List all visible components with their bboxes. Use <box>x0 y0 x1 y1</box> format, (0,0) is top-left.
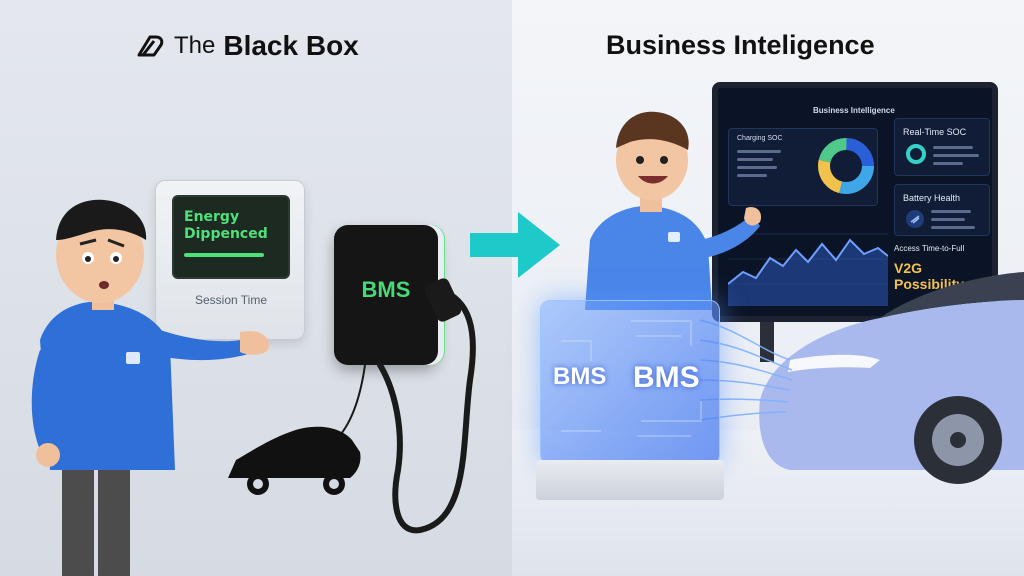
circuit-pattern <box>561 320 702 437</box>
car-icon <box>759 272 1024 484</box>
monitor-left-card-title: Charging SOC <box>737 135 783 142</box>
access-time-label: Access Time-to-Full <box>894 244 965 253</box>
black-box-title-prefix: The <box>174 32 216 59</box>
bms-label-side: BMS <box>553 363 607 390</box>
bms-pedestal <box>536 460 724 500</box>
monitor-text-lines <box>737 145 787 177</box>
real-time-soc-card: Real-Time SOC <box>894 118 990 176</box>
black-box-title-text: Black Box <box>223 30 359 61</box>
real-time-soc-title: Real-Time SOC <box>903 127 967 137</box>
energy-line-2: Dippenced <box>184 226 268 242</box>
happy-person <box>585 111 762 310</box>
business-intelligence-title: Business Inteligence <box>606 30 875 60</box>
analytics-monitor: Business Intelligence Charging SOC Real-… <box>712 82 998 322</box>
session-time-label: Session Time <box>194 293 268 307</box>
wall-charger: BMS <box>334 225 438 365</box>
battery-text-lines <box>931 205 981 229</box>
monitor-header: Business Intelligence <box>813 106 895 115</box>
arrow-right-icon <box>470 212 560 278</box>
energy-screen: Energy Dippenced <box>172 195 290 279</box>
puzzled-person <box>31 199 269 576</box>
bms-glass-cube: BMS BMS <box>540 300 720 465</box>
car-silhouette-icon <box>228 426 361 495</box>
energy-display: Energy Dippenced Session Time <box>155 180 305 340</box>
battery-health-title: Battery Health <box>903 193 961 203</box>
left-illustration <box>31 199 476 576</box>
soc-gauge-icon <box>906 144 926 164</box>
battery-health-card: Battery Health <box>894 184 990 236</box>
battery-health-icon <box>906 210 924 228</box>
soc-text-lines <box>933 141 983 165</box>
energy-line-1: Energy <box>184 209 240 225</box>
charger-bms-label: BMS <box>361 277 411 302</box>
monitor-left-card: Charging SOC <box>728 128 878 206</box>
logo-icon <box>137 35 164 57</box>
black-box-panel: Energy Dippenced Session Time BMS <box>0 0 512 576</box>
donut-chart-icon <box>818 138 874 194</box>
energy-bar <box>184 253 264 257</box>
black-box-title: The Black Box <box>136 30 359 62</box>
area-chart-icon <box>728 233 888 306</box>
bms-label-front: BMS <box>633 361 700 394</box>
